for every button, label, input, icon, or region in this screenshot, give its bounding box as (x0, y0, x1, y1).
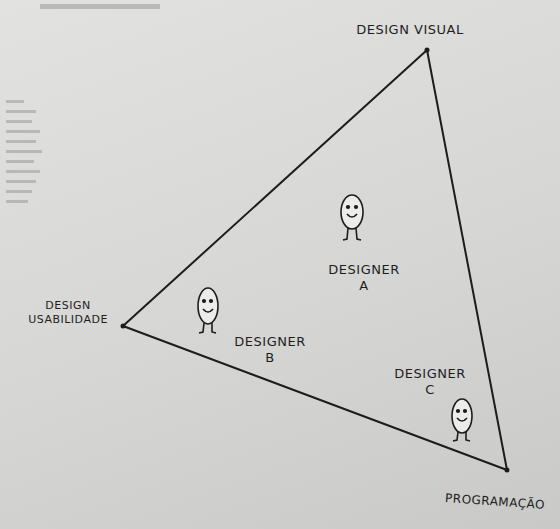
designer-figure (341, 195, 363, 240)
designer-label: DESIGNER B (234, 334, 305, 367)
designer-figure (198, 288, 218, 333)
triangle (123, 50, 507, 470)
blurred-text (6, 4, 160, 203)
vertex-dot (121, 324, 126, 329)
designer-label: DESIGNER C (394, 366, 465, 399)
vertex-label: DESIGN VISUAL (356, 22, 463, 38)
designer-label: DESIGNER A (328, 262, 399, 295)
vertex-dot (425, 48, 430, 53)
vertex-label: PROGRAMAÇÃO (445, 491, 546, 513)
designer-figure (452, 399, 472, 441)
vertex-dot (505, 468, 510, 473)
vertex-label: DESIGN USABILIDADE (28, 299, 108, 327)
